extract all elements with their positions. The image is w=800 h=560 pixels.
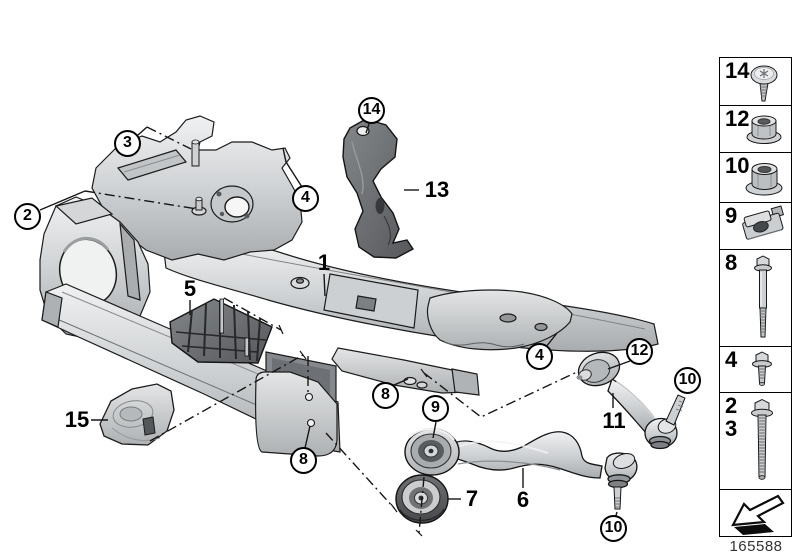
hex-flange-bolt-short-icon [752,351,772,386]
callout-12[interactable]: 12 [626,338,653,365]
callout-10-top[interactable]: 10 [674,367,701,394]
legend-item-4[interactable]: 4 [720,347,791,393]
legend-item-8[interactable]: 8 [720,250,791,347]
callout-4-left[interactable]: 4 [292,185,319,212]
label-part-13[interactable]: 13 [424,177,450,202]
label-part-5[interactable]: 5 [183,276,197,301]
cover-part[interactable] [99,383,175,446]
legend-number: 14 [725,58,750,83]
legend-number-2: 3 [725,416,738,441]
label-part-15[interactable]: 15 [64,407,90,432]
legend-item-direction [720,490,791,536]
hex-flange-nut-icon [746,115,782,144]
fastener-legend: 14 12 10 9 [719,57,792,537]
label-part-7[interactable]: 7 [465,486,479,511]
torx-screw-icon [750,65,778,102]
callout-10-bottom[interactable]: 10 [600,515,627,542]
direction-arrow-icon [731,494,785,535]
lower-control-arm-part[interactable] [445,431,638,510]
label-part-6[interactable]: 6 [516,487,530,512]
legend-number: 10 [725,153,750,178]
label-part-1[interactable]: 1 [317,250,331,275]
hex-collar-nut-icon [745,163,783,196]
legend-number: 9 [725,203,738,228]
callout-8-right[interactable]: 8 [372,382,399,409]
legend-item-10[interactable]: 10 [720,153,791,203]
legend-item-12[interactable]: 12 [720,106,791,153]
label-part-11[interactable]: 11 [602,408,626,433]
legend-number: 4 [725,347,738,372]
callout-2[interactable]: 2 [14,203,41,230]
guard-plate-part[interactable] [169,298,273,364]
legend-number: 2 [725,393,738,418]
subframe-part[interactable] [39,115,659,457]
legend-item-9[interactable]: 9 [720,203,791,250]
callout-3[interactable]: 3 [114,130,141,157]
legend-item-14[interactable]: 14 [720,58,791,106]
document-number: 165588 [729,538,783,555]
tension-strut-part[interactable] [574,347,686,450]
cage-nut-icon [742,205,785,240]
callout-14[interactable]: 14 [358,97,385,124]
legend-number: 12 [725,106,750,131]
hex-bolt-long-icon [754,255,772,338]
callout-4-right[interactable]: 4 [526,343,553,370]
support-bracket-part[interactable] [342,118,415,259]
arm-bushing-part[interactable] [404,428,460,476]
legend-number: 8 [725,250,738,275]
hex-flange-bolt-threaded-icon [751,398,773,480]
callout-8-left[interactable]: 8 [290,447,317,474]
callout-9[interactable]: 9 [422,395,449,422]
legend-item-2-3[interactable]: 2 3 [720,393,791,490]
leader-lines [39,123,631,537]
